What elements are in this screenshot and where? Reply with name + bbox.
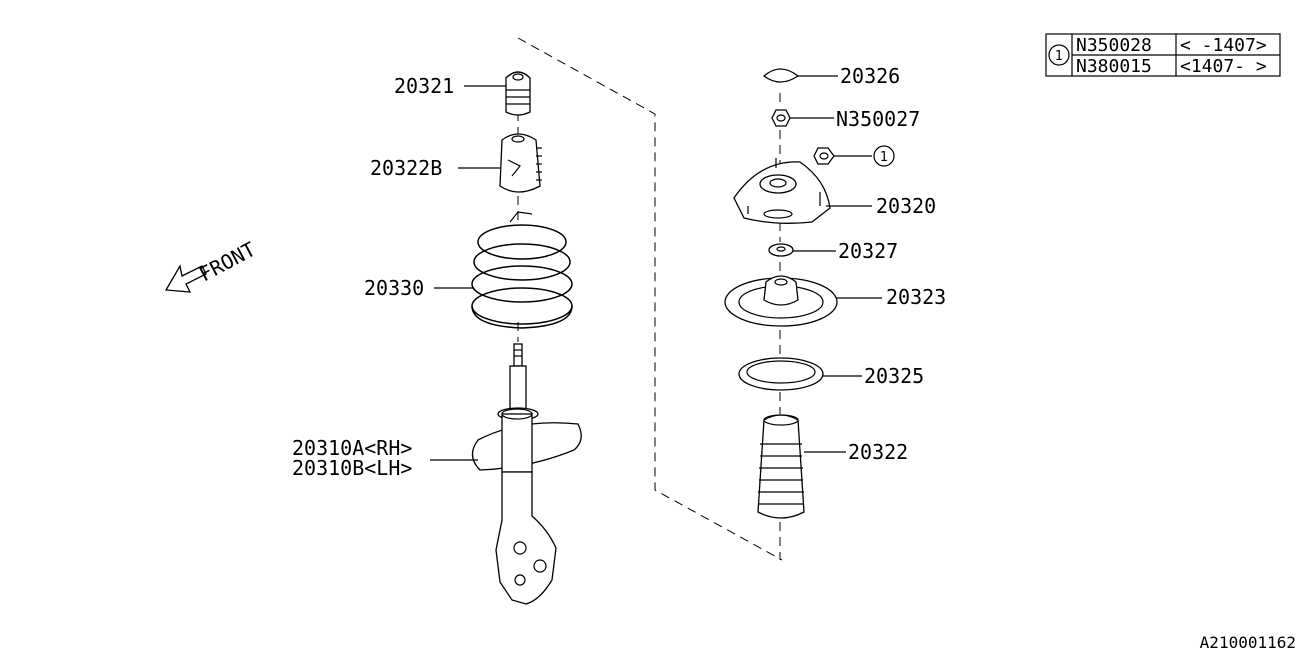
callout-1-marker: 1: [873, 145, 895, 167]
front-label: FRONT: [195, 237, 259, 286]
rubber-seat-20325: [738, 357, 824, 391]
label-20323: 20323: [886, 285, 946, 309]
table-row-2-range: <1407- >: [1180, 56, 1267, 77]
assembly-link-dashed-frame: [517, 37, 783, 561]
nut-callout-1: [813, 147, 835, 165]
part-table: 1 N350028 < -1407> N380015 <1407- >: [1045, 33, 1281, 77]
nut-N350027: [771, 109, 791, 127]
label-20322: 20322: [848, 440, 908, 464]
label-20327: 20327: [838, 239, 898, 263]
diagram-reference-id: A210001162: [1200, 633, 1296, 652]
coil-spring-20330: [471, 211, 573, 329]
washer-20327: [768, 243, 794, 257]
strut-20310: [471, 343, 582, 605]
label-20325: 20325: [864, 364, 924, 388]
table-row-2-part: N380015: [1076, 56, 1152, 77]
table-marker-number: 1: [1055, 49, 1063, 64]
label-20320: 20320: [876, 194, 936, 218]
label-20322B: 20322B: [370, 156, 442, 180]
spring-seat-20323: [724, 275, 838, 327]
center-axis-lines: [517, 93, 781, 560]
label-20310A: 20310A<RH>: [292, 436, 412, 460]
callout-1-number: 1: [880, 150, 888, 165]
boot-20322: [757, 414, 805, 519]
table-row-1-part: N350028: [1076, 35, 1152, 56]
label-20326: 20326: [840, 64, 900, 88]
bump-stopper-20321: [505, 71, 531, 116]
table-row-1-range: < -1407>: [1180, 35, 1267, 56]
strut-mount-20320: [733, 158, 831, 224]
front-arrow-icon: FRONT: [164, 237, 260, 293]
label-20330: 20330: [364, 276, 424, 300]
label-N350027: N350027: [836, 107, 920, 131]
leader-lines: [430, 75, 882, 461]
label-20310B: 20310B<LH>: [292, 456, 412, 480]
label-20321: 20321: [394, 74, 454, 98]
cap-20326: [762, 68, 800, 83]
dust-cover-20322B: [499, 133, 542, 193]
